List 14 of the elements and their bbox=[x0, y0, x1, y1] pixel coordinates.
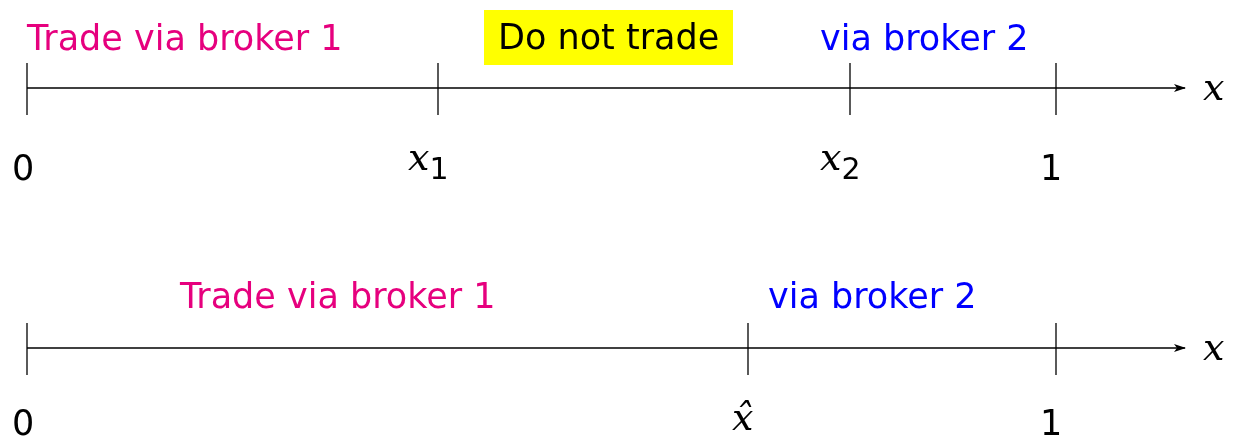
tick-label: x̂ bbox=[732, 398, 754, 438]
tick-label: 1 bbox=[1040, 405, 1063, 442]
tick-label: 0 bbox=[12, 150, 35, 187]
tick-label: 1 bbox=[1040, 150, 1063, 187]
axis-label: x bbox=[1203, 68, 1225, 108]
region-label: via broker 2 bbox=[820, 20, 1029, 57]
axis-label: x bbox=[1203, 328, 1225, 368]
region-label: via broker 2 bbox=[768, 278, 977, 315]
tick-label: x$_{1}$ bbox=[408, 138, 449, 185]
highlight-box: Do not trade bbox=[484, 10, 734, 65]
tick-label: x$_{2}$ bbox=[820, 138, 861, 185]
region-label: Trade via broker 1 bbox=[27, 20, 343, 57]
region-label: Trade via broker 1 bbox=[180, 278, 496, 315]
tick-label: 0 bbox=[12, 405, 35, 442]
